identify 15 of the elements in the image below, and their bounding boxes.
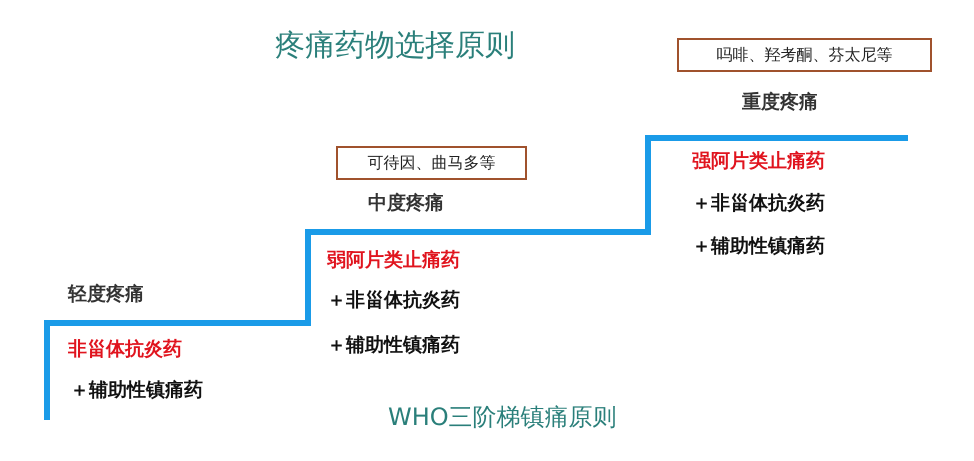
drug-label: ＋辅助性镇痛药 — [327, 333, 460, 358]
drug-label: 非甾体抗炎药 — [68, 337, 182, 362]
drug-label: ＋非甾体抗炎药 — [327, 288, 460, 313]
drug-label: 弱阿片类止痛药 — [327, 248, 460, 273]
drug-label: ＋非甾体抗炎药 — [692, 191, 825, 216]
drug-examples-box: 吗啡、羟考酮、芬太尼等 — [677, 38, 932, 72]
drug-label: 强阿片类止痛药 — [692, 149, 825, 174]
drug-examples-box: 可待因、曲马多等 — [336, 146, 527, 180]
footer-title: WHO三阶梯镇痛原则 — [388, 404, 617, 430]
pain-level-label: 轻度疼痛 — [68, 282, 144, 307]
drug-label: ＋辅助性镇痛药 — [692, 234, 825, 259]
drug-label: ＋辅助性镇痛药 — [70, 378, 203, 403]
pain-level-label: 重度疼痛 — [742, 90, 818, 115]
pain-level-label: 中度疼痛 — [368, 191, 444, 216]
title: 疼痛药物选择原则 — [275, 28, 515, 64]
